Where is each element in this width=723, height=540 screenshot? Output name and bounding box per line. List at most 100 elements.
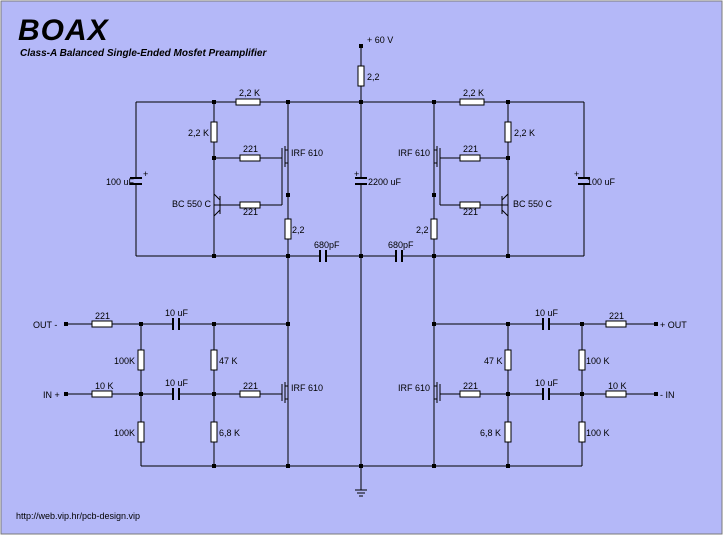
label-c-680p-left: 680pF [314, 240, 340, 250]
label-r-221-g2-left: 221 [243, 381, 258, 391]
bjt-right-icon [501, 193, 509, 217]
capacitors-vertical: + + + [130, 169, 590, 185]
capacitor-10u-out-left [172, 318, 180, 330]
out-minus-terminal [64, 322, 68, 326]
bjt-left-icon [213, 193, 221, 217]
label-q-mosfet-bot-right: IRF 610 [398, 383, 430, 393]
resistors-horizontal [91, 98, 627, 398]
label-c-10u-out-right: 10 uF [535, 308, 559, 318]
capacitor-10u-in-left [172, 388, 180, 400]
label-c-10u-in-right: 10 uF [535, 378, 559, 388]
label-q-mosfet-top-left: IRF 610 [291, 148, 323, 158]
label-r-6k8-right: 6,8 K [480, 428, 501, 438]
label-r-supply: 2,2 [367, 72, 380, 82]
resistor-100k-bot-left [137, 421, 145, 443]
label-r-221-g2-right: 221 [463, 381, 478, 391]
resistor-221-gate-left [239, 154, 261, 162]
resistor-221-base-left [239, 201, 261, 209]
ground-icon [355, 489, 367, 497]
label-r-221-out-right: 221 [609, 311, 624, 321]
resistor-2-2-source-left [284, 218, 292, 240]
label-r-100k-top-left: 100K [114, 356, 135, 366]
label-r-100k-top-right: 100 K [586, 356, 610, 366]
label-r-221-gate-right: 221 [463, 144, 478, 154]
label-r-100k-bot-left: 100K [114, 428, 135, 438]
svg-text:+: + [143, 169, 148, 179]
label-r-221-gate-left: 221 [243, 144, 258, 154]
label-q-mosfet-top-right: IRF 610 [398, 148, 430, 158]
mosfets [281, 146, 441, 403]
resistor-221-out-left [91, 320, 113, 328]
label-q-mosfet-bot-left: IRF 610 [291, 383, 323, 393]
page-title: BOAX [18, 14, 109, 47]
resistor-100k-top-left [137, 349, 145, 371]
mosfet-top-left-icon [281, 146, 288, 167]
label-c-680p-right: 680pF [388, 240, 414, 250]
svg-text:+: + [354, 169, 359, 179]
resistor-221-g2-right [459, 390, 481, 398]
resistor-6k8-left [210, 421, 218, 443]
label-r-6k8-left: 6,8 K [219, 428, 240, 438]
label-r-221-base-left: 221 [243, 207, 258, 217]
resistor-6k8-right [504, 421, 512, 443]
resistor-221-gate-right [459, 154, 481, 162]
resistor-2k2-vert-right [504, 121, 512, 143]
label-r-221-base-right: 221 [463, 207, 478, 217]
label-r-47k-left: 47 K [219, 356, 238, 366]
mosfet-bot-right-icon [434, 382, 441, 403]
junctions [139, 100, 584, 468]
svg-text:+: + [574, 169, 579, 179]
capacitor-100u-left: + [130, 169, 148, 185]
label-c-10u-out-left: 10 uF [165, 308, 189, 318]
label-r-100k-bot-right: 100 K [586, 428, 610, 438]
resistor-10k-in-right [605, 390, 627, 398]
capacitor-100u-right: + [574, 169, 590, 185]
label-r-2k2-top-left: 2,2 K [239, 88, 260, 98]
label-in-minus: - IN [660, 390, 675, 400]
label-supply: + 60 V [367, 35, 393, 45]
capacitor-680p-left [319, 250, 327, 262]
source-url: http://web.vip.hr/pcb-design.vip [16, 511, 141, 521]
label-r-2k2-vert-right: 2,2 K [514, 128, 535, 138]
label-r-10k-in-right: 10 K [608, 381, 627, 391]
label-r-47k-right: 47 K [484, 356, 503, 366]
label-r-2-2-source-right: 2,2 [416, 225, 429, 235]
label-r-2k2-vert-left: 2,2 K [188, 128, 209, 138]
label-c-100u-right: 100 uF [587, 177, 616, 187]
mosfet-top-right-icon [434, 146, 441, 167]
in-plus-terminal [64, 392, 68, 396]
label-r-2k2-top-right: 2,2 K [463, 88, 484, 98]
label-c-10u-in-left: 10 uF [165, 378, 189, 388]
label-r-221-out-left: 221 [95, 311, 110, 321]
supply-terminal [359, 44, 363, 48]
label-out-minus: OUT - [33, 320, 57, 330]
capacitor-680p-right [395, 250, 403, 262]
bjts [213, 193, 509, 217]
resistor-2k2-vert-left [210, 121, 218, 143]
capacitors-horizontal [172, 250, 550, 400]
mosfet-bot-left-icon [281, 382, 288, 403]
resistor-47k-right [504, 349, 512, 371]
in-minus-terminal [654, 392, 658, 396]
label-q-bjt-left: BC 550 C [172, 199, 212, 209]
resistors-vertical [137, 65, 586, 443]
capacitor-2200u: + [354, 169, 367, 185]
resistor-47k-left [210, 349, 218, 371]
resistor-221-out-right [605, 320, 627, 328]
resistor-10k-in-left [91, 390, 113, 398]
resistor-221-g2-left [239, 390, 261, 398]
capacitor-10u-in-right [542, 388, 550, 400]
resistor-2k2-top-right [459, 98, 485, 106]
terminals [64, 44, 658, 396]
out-plus-terminal [654, 322, 658, 326]
label-in-plus: IN + [43, 390, 60, 400]
resistor-100k-bot-right [578, 421, 586, 443]
resistor-supply [357, 65, 365, 87]
label-c-2200u: 2200 uF [368, 177, 402, 187]
resistor-100k-top-right [578, 349, 586, 371]
label-q-bjt-right: BC 550 C [513, 199, 553, 209]
resistor-2k2-top-left [235, 98, 261, 106]
label-r-2-2-source-left: 2,2 [292, 225, 305, 235]
